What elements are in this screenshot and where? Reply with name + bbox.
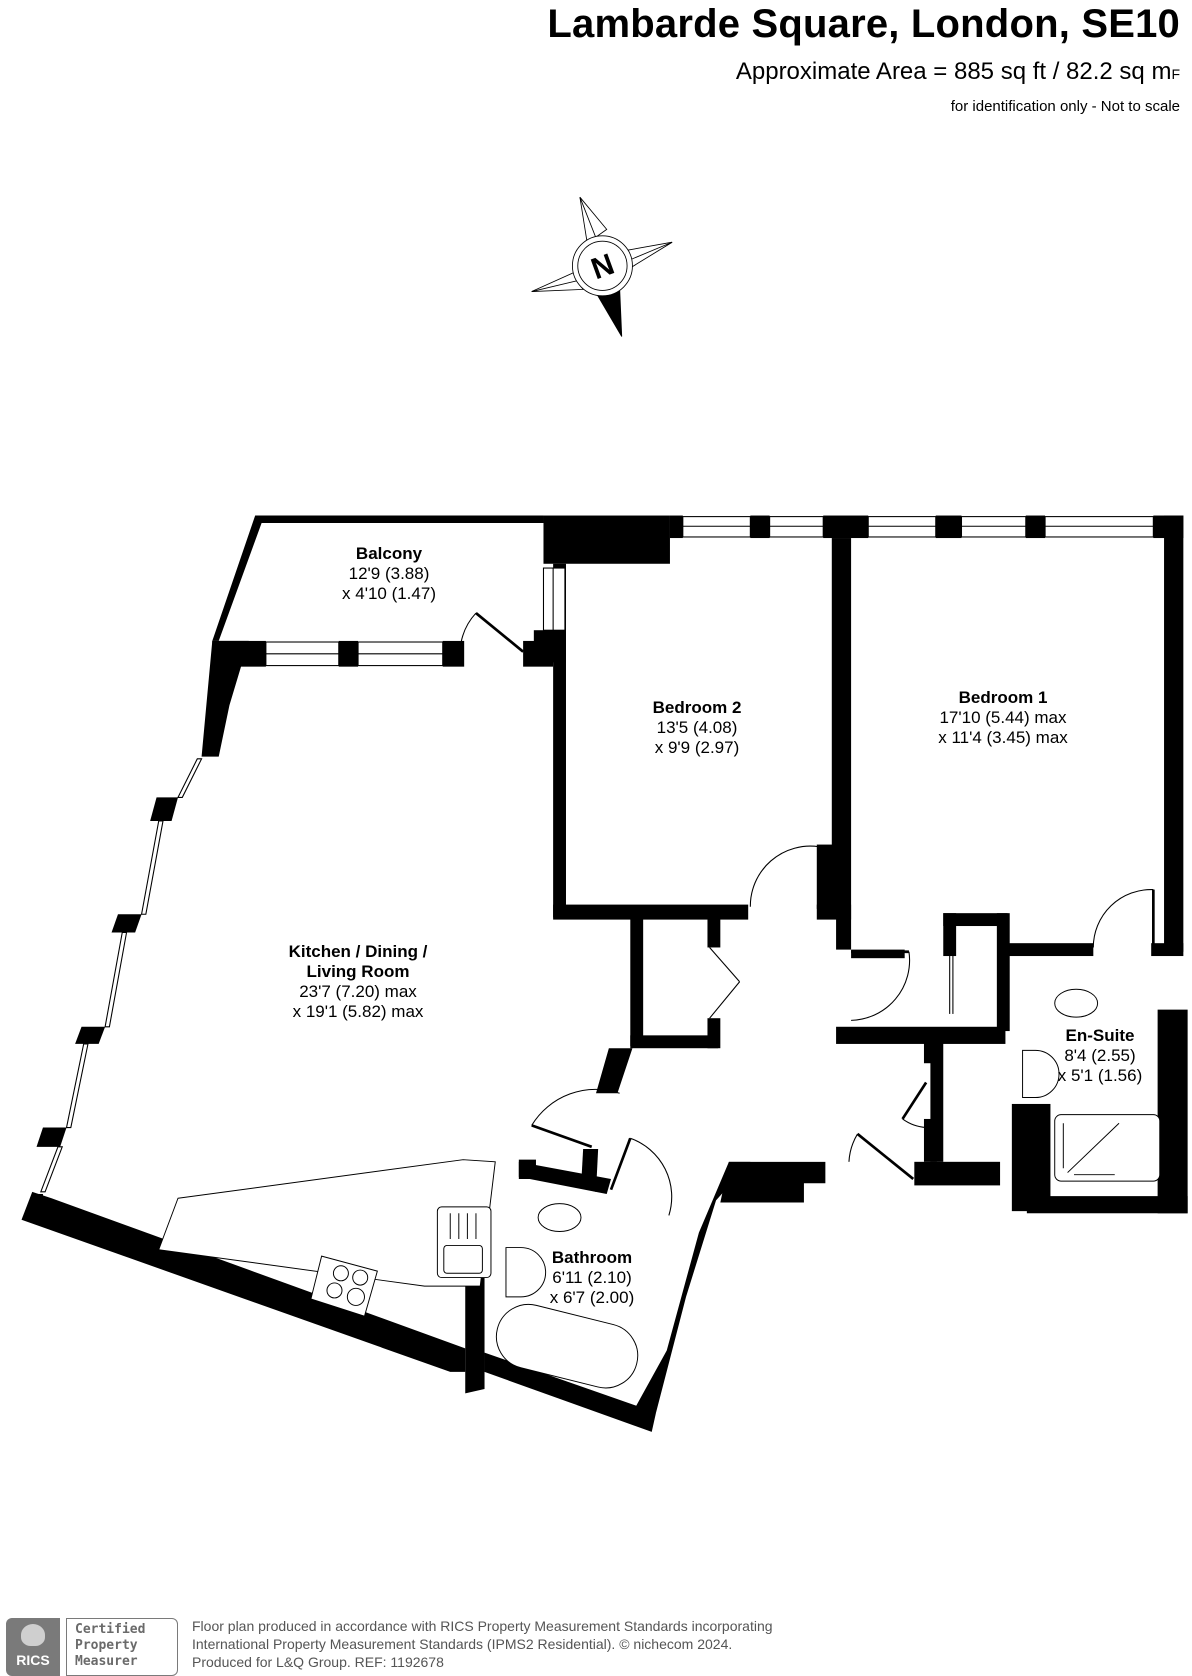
room-dimension: x 9'9 (2.97): [654, 738, 740, 757]
room-label-bedroom-2: Bedroom 2 13'5 (4.08) x 9'9 (2.97): [653, 698, 742, 758]
badge-line: Property: [75, 1638, 138, 1653]
fixtures: [158, 988, 1161, 1389]
doors: [460, 612, 1155, 1216]
footer: RICS Certified Property Measurer Floor p…: [0, 1614, 1192, 1676]
rics-logo: RICS: [6, 1618, 60, 1676]
windows: [40, 516, 1154, 1193]
room-name: Bedroom 1: [958, 688, 1048, 707]
room-name: En-Suite: [1065, 1026, 1135, 1045]
certified-property-measurer: Certified Property Measurer: [66, 1618, 178, 1676]
approximate-area: Approximate Area = 885 sq ft / 82.2 sq m…: [547, 58, 1180, 88]
basin-icon: [505, 1247, 547, 1298]
area-text: Approximate Area = 885 sq ft / 82.2 sq m: [735, 58, 1172, 85]
room-name: Bathroom: [551, 1248, 633, 1267]
badge-line: Measurer: [75, 1654, 138, 1669]
rics-logo-text: RICS: [16, 1652, 50, 1668]
room-label-en-suite: En-Suite 8'4 (2.55) x 5'1 (1.56): [1058, 1026, 1143, 1086]
footer-line: International Property Measurement Stand…: [192, 1636, 733, 1652]
bath-icon: [495, 1303, 639, 1389]
area-suffix: F: [1171, 66, 1180, 82]
room-dimension: 6'11 (2.10): [552, 1268, 632, 1287]
room-dimension: x 4'10 (1.47): [342, 584, 436, 603]
room-dimension: x 19'1 (5.82) max: [292, 1002, 424, 1021]
toilet-icon: [537, 1203, 582, 1232]
room-label-balcony: Balcony 12'9 (3.88) x 4'10 (1.47): [342, 544, 436, 604]
room-dimension: x 11'4 (3.45) max: [938, 728, 1068, 747]
footer-line: Floor plan produced in accordance with R…: [192, 1618, 773, 1634]
room-dimension: 13'5 (4.08): [656, 718, 738, 737]
room-dimension: 17'10 (5.44) max: [939, 708, 1067, 727]
room-name: Kitchen / Dining /: [288, 942, 428, 961]
room-name: Balcony: [355, 544, 423, 563]
scale-note: for identification only - Not to scale: [950, 98, 1180, 115]
room-label-bedroom-1: Bedroom 1 17'10 (5.44) max x 11'4 (3.45)…: [938, 688, 1068, 748]
room-name: Living Room: [306, 962, 410, 981]
basin-icon: [1022, 1049, 1060, 1099]
header: Lambarde Square, London, SE10 Approximat…: [547, 0, 1180, 116]
room-name: Bedroom 2: [652, 698, 742, 717]
badge-line: Certified: [75, 1622, 146, 1637]
compass-rose-icon: N: [531, 196, 673, 337]
rics-certified-badge: RICS Certified Property Measurer: [6, 1618, 179, 1676]
room-dimension: x 5'1 (1.56): [1057, 1066, 1143, 1085]
shower-tray-icon: [1054, 1114, 1161, 1182]
rics-lion-icon: [21, 1624, 45, 1646]
room-label-bathroom: Bathroom 6'11 (2.10) x 6'7 (2.00): [550, 1248, 635, 1308]
footer-disclaimer: Floor plan produced in accordance with R…: [192, 1617, 773, 1671]
property-title: Lambarde Square, London, SE10: [547, 2, 1180, 46]
room-dimension: x 6'7 (2.00): [549, 1288, 635, 1307]
room-dimension: 23'7 (7.20) max: [299, 982, 417, 1001]
room-dimension: 8'4 (2.55): [1064, 1046, 1136, 1065]
kitchen-counter: [158, 1159, 496, 1287]
toilet-icon: [1054, 988, 1099, 1018]
room-label-kitchen-dining-living: Kitchen / Dining / Living Room 23'7 (7.2…: [289, 942, 428, 1022]
footer-line: Produced for L&Q Group. REF: 1192678: [192, 1654, 444, 1670]
room-dimension: 12'9 (3.88): [348, 564, 430, 583]
